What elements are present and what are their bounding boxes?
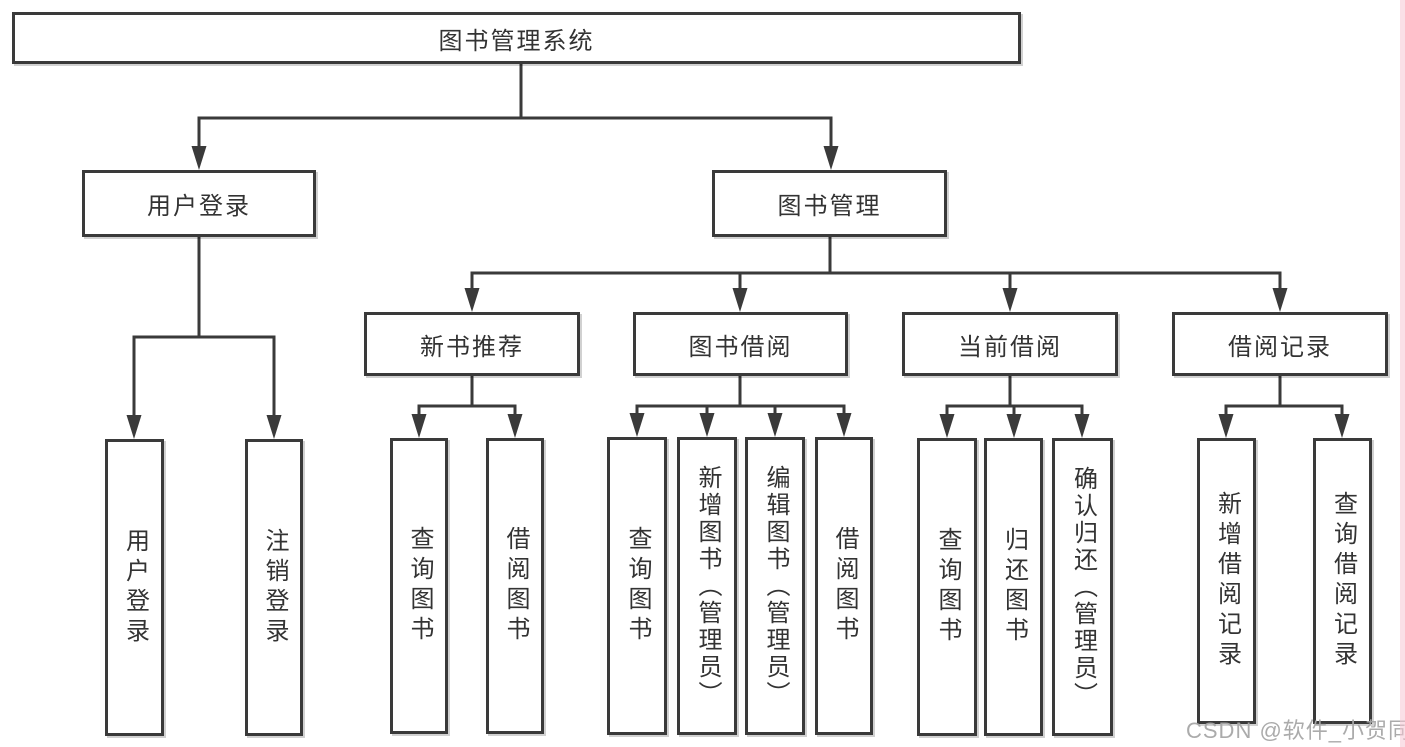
leaf-records-add-label: 新增借阅记录	[1213, 491, 1241, 671]
leaf-logout: 注销登录	[245, 439, 303, 736]
leaf-newbook-query-label: 查询图书	[406, 526, 433, 646]
node-book-mgmt: 图书管理	[712, 170, 947, 237]
leaf-borrow-borrow: 借阅图书	[815, 437, 873, 735]
connector-user-login-branches	[126, 237, 282, 439]
leaf-newbook-query: 查询图书	[390, 438, 448, 734]
leaf-current-query-label: 查询图书	[934, 527, 961, 647]
connector-borrow-branches	[629, 376, 852, 437]
connector-records-branches	[1218, 375, 1350, 438]
node-borrow-records-label: 借阅记录	[1228, 333, 1332, 361]
leaf-current-confirm-admin: 确认归还（管理员）	[1052, 438, 1113, 736]
leaf-records-query-label: 查询借阅记录	[1329, 491, 1357, 671]
leaf-current-confirm-admin-label: 确认归还（管理员）	[1069, 465, 1097, 709]
leaf-borrow-query-label: 查询图书	[624, 526, 651, 646]
leaf-logout-label: 注销登录	[261, 527, 288, 648]
leaf-current-return: 归还图书	[984, 438, 1043, 736]
leaf-records-add: 新增借阅记录	[1197, 438, 1256, 724]
leaf-newbook-borrow: 借阅图书	[486, 438, 544, 734]
node-user-login: 用户登录	[82, 170, 316, 237]
node-book-borrow: 图书借阅	[633, 312, 848, 376]
node-current-borrow: 当前借阅	[902, 312, 1118, 376]
node-new-book-rec-label: 新书推荐	[420, 333, 524, 361]
connector-root-branches	[191, 64, 839, 170]
node-new-book-rec: 新书推荐	[364, 312, 580, 376]
node-root: 图书管理系统	[12, 12, 1021, 64]
leaf-borrow-edit-admin: 编辑图书（管理员）	[745, 437, 805, 735]
leaf-borrow-borrow-label: 借阅图书	[831, 526, 858, 646]
connector-current-branches	[939, 375, 1090, 438]
node-borrow-records: 借阅记录	[1172, 312, 1388, 376]
leaf-records-query: 查询借阅记录	[1313, 438, 1372, 724]
node-current-borrow-label: 当前借阅	[958, 333, 1062, 361]
node-root-label: 图书管理系统	[438, 27, 595, 55]
connector-book-mgmt-branches	[464, 237, 1288, 312]
leaf-current-query: 查询图书	[917, 438, 977, 736]
leaf-current-return-label: 归还图书	[1000, 527, 1028, 647]
node-book-borrow-label: 图书借阅	[688, 333, 793, 361]
leaf-user-login-label: 用户登录	[121, 527, 149, 648]
leaf-newbook-borrow-label: 借阅图书	[502, 526, 529, 646]
right-edge-strip	[1400, 0, 1405, 747]
leaf-borrow-edit-admin-label: 编辑图书（管理员）	[762, 464, 789, 708]
leaf-borrow-add-admin-label: 新增图书（管理员）	[694, 464, 721, 708]
csdn-watermark: CSDN @软件_小贺同学	[1186, 718, 1405, 743]
node-user-login-label: 用户登录	[147, 193, 251, 220]
leaf-user-login: 用户登录	[105, 439, 164, 736]
leaf-borrow-query: 查询图书	[607, 437, 667, 735]
leaf-borrow-add-admin: 新增图书（管理员）	[677, 437, 737, 735]
connector-new-book-branches	[411, 376, 523, 438]
node-book-mgmt-label: 图书管理	[777, 193, 882, 220]
